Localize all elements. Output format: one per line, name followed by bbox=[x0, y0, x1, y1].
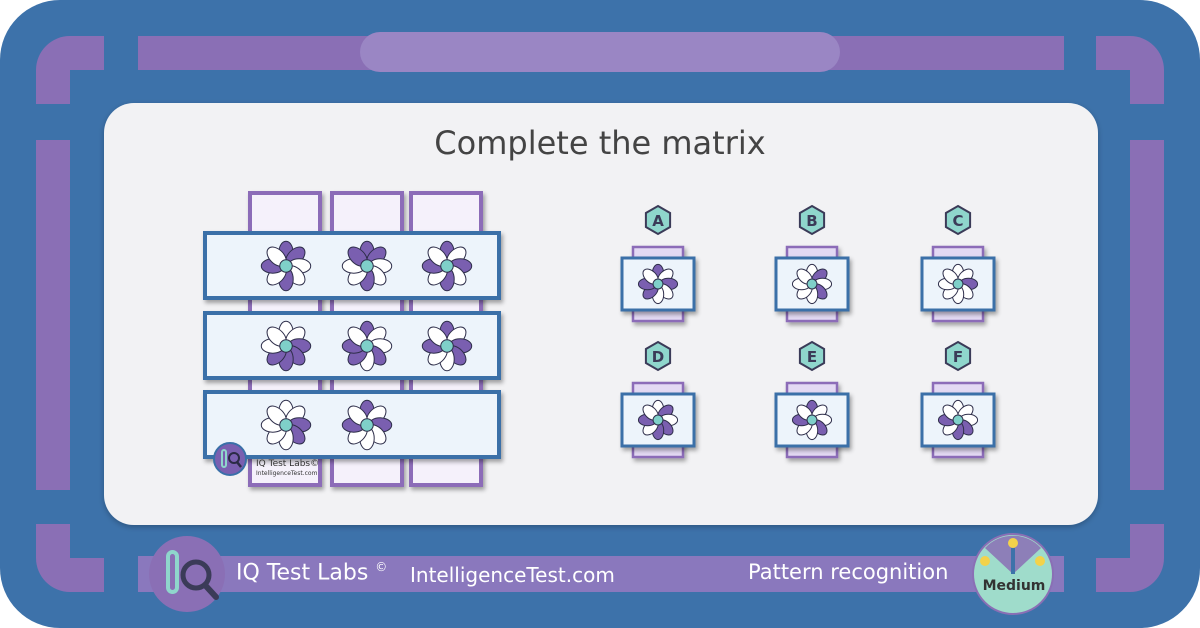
option-badge bbox=[644, 204, 672, 236]
brand-name: IQ Test Labs © bbox=[236, 560, 387, 585]
matrix-flower-1-3 bbox=[421, 240, 473, 292]
flower-center bbox=[806, 278, 818, 290]
flower-center bbox=[652, 414, 664, 426]
matrix-flower-2-1 bbox=[260, 320, 312, 372]
option-flower bbox=[791, 399, 833, 441]
flower-center bbox=[360, 418, 374, 432]
flower-center bbox=[806, 414, 818, 426]
option-label: C bbox=[952, 212, 963, 230]
matrix-row-2 bbox=[203, 311, 501, 380]
option-d[interactable]: D bbox=[620, 340, 696, 459]
puzzle-title: Complete the matrix bbox=[434, 124, 766, 162]
option-badge bbox=[644, 340, 672, 372]
matrix-row-3 bbox=[203, 390, 501, 459]
option-flower bbox=[937, 399, 979, 441]
flower-center bbox=[279, 418, 293, 432]
flower-center bbox=[360, 339, 374, 353]
option-a[interactable]: A bbox=[620, 204, 696, 323]
flower-center bbox=[360, 259, 374, 273]
option-flower bbox=[937, 263, 979, 305]
option-badge bbox=[798, 204, 826, 236]
difficulty-gauge-icon bbox=[972, 533, 1054, 615]
option-badge bbox=[944, 340, 972, 372]
flower-center bbox=[440, 259, 454, 273]
matrix-flower-3-1 bbox=[260, 399, 312, 451]
copyright-mark: © bbox=[375, 560, 388, 574]
option-label: A bbox=[652, 212, 664, 230]
option-badge bbox=[798, 340, 826, 372]
option-flower bbox=[791, 263, 833, 305]
watermark-site: IntelligenceTest.com bbox=[256, 470, 318, 477]
brand-text: IQ Test Labs bbox=[236, 560, 369, 586]
magnifier-test-tube-icon bbox=[149, 536, 225, 612]
answer-options: A B C D E F bbox=[620, 204, 996, 459]
option-label: D bbox=[652, 348, 664, 366]
option-f[interactable]: F bbox=[920, 340, 996, 459]
option-label: B bbox=[806, 212, 817, 230]
option-label: E bbox=[807, 348, 817, 366]
option-badge bbox=[944, 204, 972, 236]
flower-center bbox=[279, 259, 293, 273]
flower-center bbox=[952, 414, 964, 426]
flower-center bbox=[279, 339, 293, 353]
matrix-flower-1-2 bbox=[341, 240, 393, 292]
option-e[interactable]: E bbox=[774, 340, 850, 459]
matrix-rows bbox=[203, 231, 501, 459]
matrix-row-1 bbox=[203, 231, 501, 300]
brand-site: IntelligenceTest.com bbox=[410, 563, 615, 587]
flower-center bbox=[440, 339, 454, 353]
option-c[interactable]: C bbox=[920, 204, 996, 323]
matrix-flower-2-2 bbox=[341, 320, 393, 372]
option-flower bbox=[637, 399, 679, 441]
option-label: F bbox=[953, 348, 963, 366]
category-label: Pattern recognition bbox=[748, 560, 949, 584]
option-flower bbox=[637, 263, 679, 305]
matrix-flower-2-3 bbox=[421, 320, 473, 372]
option-b[interactable]: B bbox=[774, 204, 850, 323]
watermark-name: IQ Test Labs© bbox=[256, 459, 320, 469]
difficulty-label: Medium bbox=[982, 578, 1046, 594]
matrix-flower-3-2 bbox=[341, 399, 393, 451]
watermark-logo-icon bbox=[213, 442, 247, 476]
flower-center bbox=[952, 278, 964, 290]
matrix-flower-1-1 bbox=[260, 240, 312, 292]
frame-decoration bbox=[36, 32, 1164, 592]
flower-center bbox=[652, 278, 664, 290]
